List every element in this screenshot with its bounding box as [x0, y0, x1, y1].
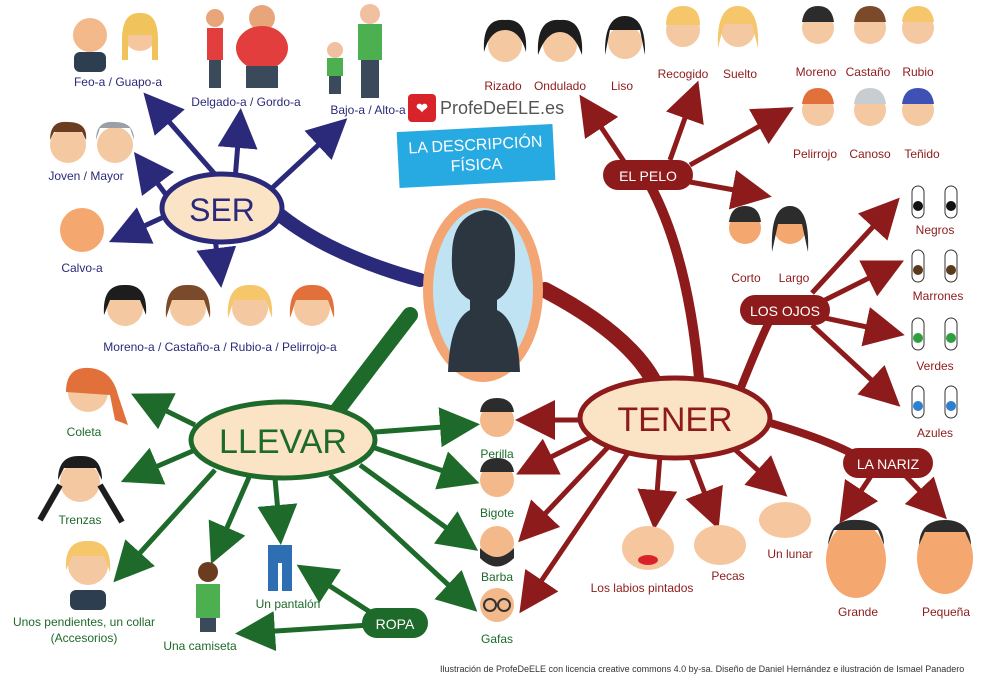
tener-hub-label: TENER [617, 401, 732, 439]
llevar-hub-label: LLEVAR [219, 423, 347, 461]
label-ondulado: Ondulado [534, 79, 586, 93]
label-corto: Corto [731, 271, 761, 285]
label-ojos-marrones: Marrones [913, 289, 964, 303]
label-bigote: Bigote [480, 506, 514, 520]
ser-hub: SER [159, 171, 285, 245]
label-pecas: Pecas [711, 569, 744, 583]
label-feo-guapo: Feo-a / Guapo-a [74, 75, 162, 89]
label-tenido: Teñido [904, 147, 940, 161]
ojos-arrows [810, 197, 905, 407]
label-rubio: Rubio [902, 65, 934, 79]
label-recogido: Recogido [658, 67, 709, 81]
label-moreno: Moreno [796, 65, 837, 79]
pelo-branch [645, 180, 705, 395]
label-coleta: Coleta [67, 425, 102, 439]
label-ojos-negros: Negros [916, 223, 955, 237]
label-hair-colors: Moreno-a / Castaño-a / Rubio-a / Pelirro… [103, 340, 337, 354]
credit-text: Ilustración de ProfeDeELE con licencia c… [440, 664, 965, 674]
label-barba: Barba [481, 570, 513, 584]
ser-hub-label: SER [189, 192, 255, 228]
profedeele-logo: ❤ ProfeDeELE.es [408, 94, 564, 122]
label-gafas: Gafas [481, 632, 513, 646]
label-trenzas: Trenzas [59, 513, 102, 527]
logo-mark-icon: ❤ [408, 94, 436, 122]
title-box: LA DESCRIPCIÓN FÍSICA [396, 123, 556, 189]
label-pelirrojo: Pelirrojo [793, 147, 837, 161]
ropa-hub: ROPA [362, 608, 428, 638]
pelo-hub-label: EL PELO [619, 168, 677, 184]
label-ojos-verdes: Verdes [916, 359, 953, 373]
label-nariz-grande: Grande [838, 605, 878, 619]
label-labios: Los labios pintados [591, 581, 694, 595]
label-ojos-azules: Azules [917, 426, 953, 440]
central-mirror [423, 198, 543, 382]
label-rizado: Rizado [484, 79, 522, 93]
ser-branch [273, 208, 427, 287]
label-accesorios: (Accesorios) [51, 631, 118, 645]
label-bajo-alto: Bajo-a / Alto-a [330, 103, 406, 117]
ojos-branch [736, 316, 774, 394]
llevar-branch [322, 307, 418, 428]
label-canoso: Canoso [849, 147, 891, 161]
nariz-hub-label: LA NARIZ [857, 456, 920, 472]
llevar-arrows [113, 393, 480, 652]
llevar-hub: LLEVAR [188, 399, 378, 481]
nariz-hub: LA NARIZ [843, 448, 933, 478]
label-perilla: Perilla [480, 447, 514, 461]
label-largo: Largo [779, 271, 810, 285]
label-calvo: Calvo-a [61, 261, 103, 275]
face-illustrations [37, 4, 973, 632]
label-delgado-gordo: Delgado-a / Gordo-a [191, 95, 301, 109]
nariz-branch [756, 416, 864, 462]
title-line-2: FÍSICA [450, 155, 503, 176]
label-camiseta: Una camiseta [163, 639, 237, 653]
label-nariz-pequena: Pequeña [922, 605, 970, 619]
pelo-hub: EL PELO [603, 160, 693, 190]
label-pantalon: Un pantalón [256, 597, 321, 611]
tener-hub: TENER [577, 375, 773, 461]
ropa-hub-label: ROPA [376, 616, 415, 632]
ojos-hub-label: LOS OJOS [750, 303, 820, 319]
label-lunar: Un lunar [767, 547, 812, 561]
label-castano: Castaño [846, 65, 891, 79]
label-liso: Liso [611, 79, 633, 93]
logo-text: ProfeDeELE.es [440, 97, 565, 118]
ojos-hub: LOS OJOS [740, 295, 830, 325]
label-pendientes: Unos pendientes, un collar [13, 615, 155, 629]
ser-arrows [108, 92, 348, 288]
label-suelto: Suelto [723, 67, 757, 81]
label-joven-mayor: Joven / Mayor [48, 169, 123, 183]
pelo-arrows [579, 80, 794, 210]
